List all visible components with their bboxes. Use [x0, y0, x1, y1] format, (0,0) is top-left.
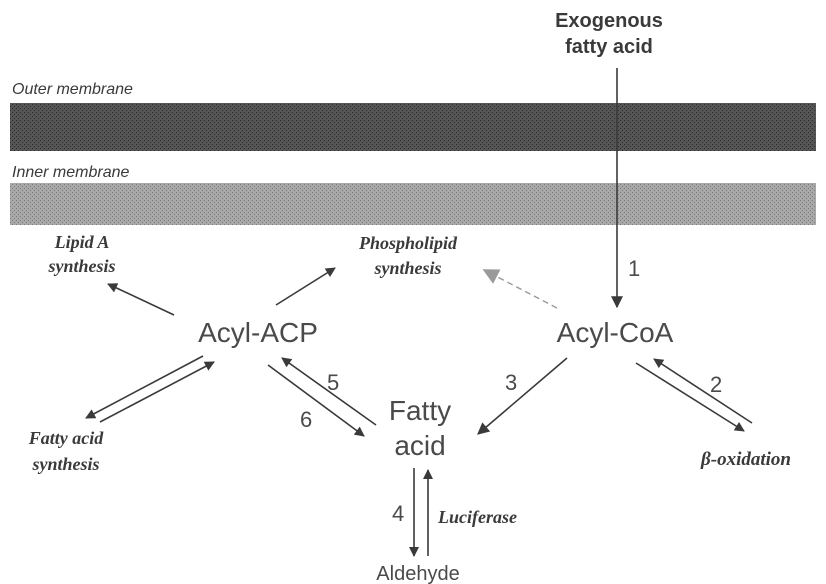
- arrow-acyl-acp-to-lipid-a: [107, 283, 175, 316]
- luciferase-label: Luciferase: [437, 507, 517, 527]
- inner-membrane-band: [10, 183, 816, 225]
- arrow-acyl-acp-to-phospholipid: [275, 267, 336, 306]
- aldehyde-node: Aldehyde: [376, 563, 459, 584]
- step-number-1: 1: [628, 256, 640, 281]
- exogenous-fatty-acid-label-line1: Exogenous: [555, 10, 663, 32]
- fatty-acid-synthesis-label-line2: synthesis: [31, 454, 99, 474]
- step-number-2: 2: [710, 372, 722, 397]
- step-number-3: 3: [505, 370, 517, 395]
- lipid-a-synthesis-label-line1: Lipid A: [54, 232, 110, 252]
- step-number-5: 5: [327, 370, 339, 395]
- arrow-acyl-coa-to-beta-oxidation: [635, 362, 745, 432]
- arrow-step3-acyl-coa-to-fatty-acid: [477, 357, 568, 435]
- fatty-acid-synthesis-label-line1: Fatty acid: [28, 428, 104, 448]
- fatty-acid-node-line2: acid: [394, 430, 445, 461]
- acyl-coa-node: Acyl-CoA: [557, 317, 674, 348]
- step-number-6: 6: [300, 407, 312, 432]
- arrow-step2-beta-oxidation-to-acyl-coa: [653, 358, 753, 424]
- arrow-step5-fatty-acid-to-acyl-acp: [281, 357, 377, 426]
- exogenous-fatty-acid-label-line2: fatty acid: [565, 36, 653, 58]
- acyl-acp-node: Acyl-ACP: [198, 317, 318, 348]
- phospholipid-synthesis-label-line1: Phospholipid: [358, 233, 458, 253]
- phospholipid-synthesis-label-line2: synthesis: [373, 258, 441, 278]
- fatty-acid-node-line1: Fatty: [389, 395, 451, 426]
- inner-membrane-label: Inner membrane: [12, 164, 129, 181]
- outer-membrane-band: [10, 103, 816, 151]
- outer-membrane-label: Outer membrane: [12, 81, 133, 98]
- lipid-a-synthesis-label-line2: synthesis: [47, 256, 115, 276]
- arrow-fatty-acid-synthesis-to-acyl-acp: [99, 361, 215, 423]
- arrow-acyl-acp-to-fatty-acid-synthesis: [85, 355, 204, 419]
- step-number-4: 4: [392, 501, 404, 526]
- arrow-acyl-coa-to-phospholipid-dashed: [482, 269, 558, 309]
- beta-oxidation-label: β-oxidation: [700, 449, 791, 470]
- arrow-step6-acyl-acp-to-fatty-acid: [267, 364, 365, 437]
